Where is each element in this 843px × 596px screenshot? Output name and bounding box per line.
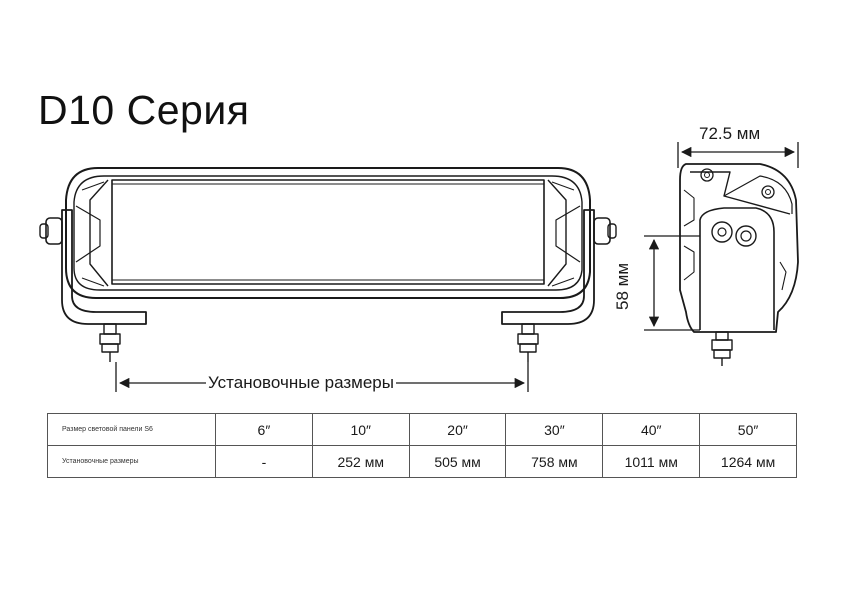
table-cell: 50″ [699,413,797,446]
specs-table: Размер световой панели S6 6″ 10″ 20″ 30″… [47,413,797,478]
table-cell: 1264 мм [699,445,797,478]
mounting-bolt-icon [99,323,121,362]
height-dimension [644,235,700,331]
table-row: Размер световой панели S6 6″ 10″ 20″ 30″… [47,413,797,446]
table-cell: 10″ [311,413,410,446]
row-header-mounting: Установочные размеры [47,445,216,478]
mounting-bolt-icon [711,331,733,366]
row-header-panel-size: Размер световой панели S6 [47,413,216,446]
height-dimension-label: 58 мм [613,262,632,310]
table-cell: 252 мм [311,445,410,478]
table-cell: 40″ [602,413,701,446]
mounting-bolt-icon [517,323,539,362]
table-cell: 6″ [215,413,313,446]
width-dimension [677,142,799,168]
table-cell: 1011 мм [602,445,701,478]
width-dimension-label: 72.5 мм [699,124,761,144]
page-title: D10 Серия [38,87,250,133]
table-row: Установочные размеры - 252 мм 505 мм 758… [47,445,797,478]
light-bar-side-view [679,163,799,366]
table-cell: 20″ [408,413,507,446]
light-bar-front-view [39,167,617,362]
table-cell: - [215,445,313,478]
mounting-dimension-label: Установочные размеры [206,373,396,393]
table-cell: 758 мм [505,445,604,478]
table-cell: 30″ [505,413,604,446]
table-cell: 505 мм [408,445,507,478]
